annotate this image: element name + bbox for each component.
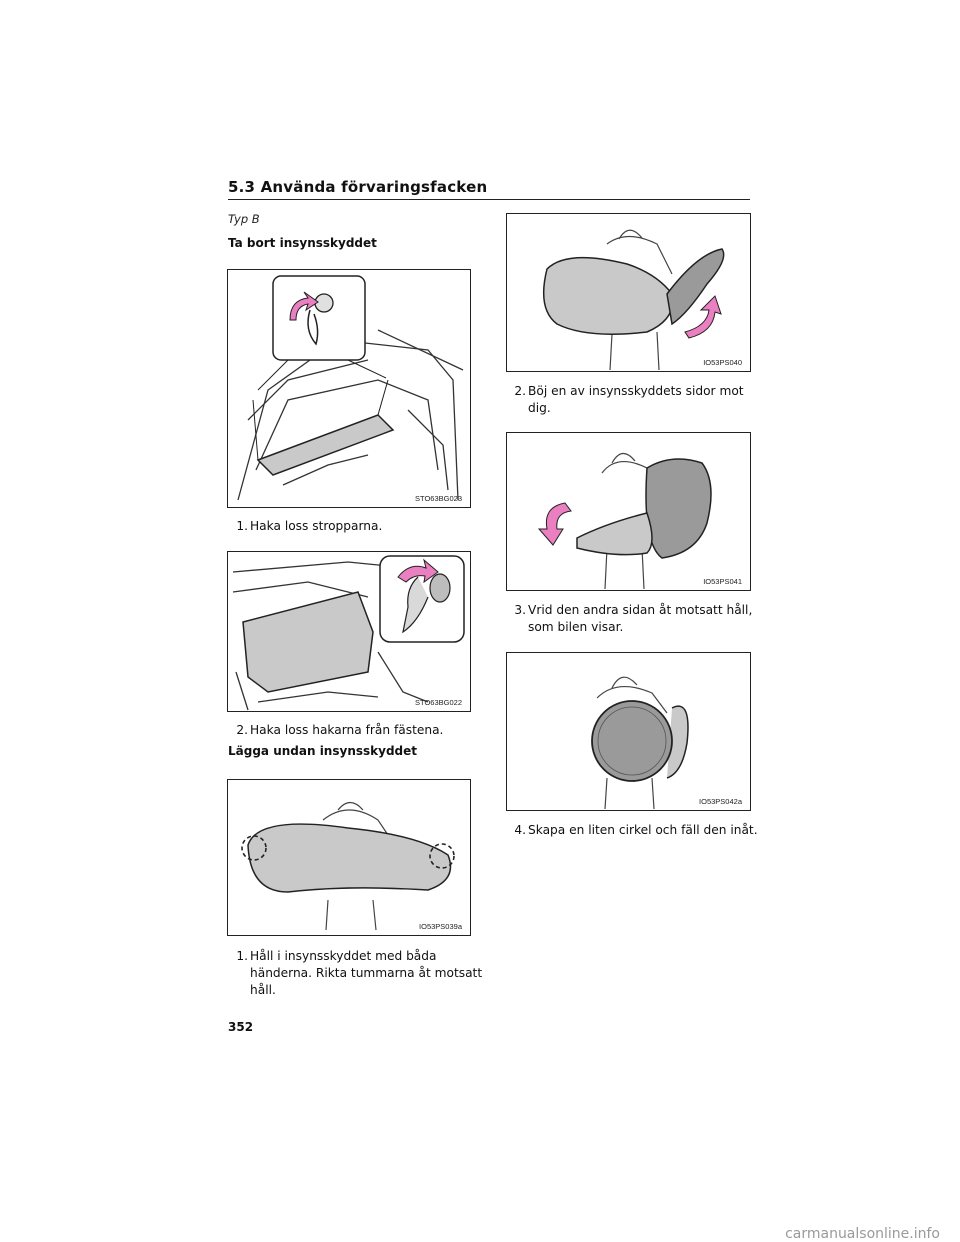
cover-circle: [591, 700, 673, 782]
step-number: 3.: [514, 603, 526, 617]
step-number: 1.: [236, 949, 248, 963]
cover-shape: [576, 512, 653, 556]
figure-code: STO63BG023: [415, 494, 462, 503]
step-unhook-straps: 1.Haka loss stropparna.: [228, 518, 382, 535]
step-number: 2.: [514, 384, 526, 398]
bend-side-illustration: [542, 229, 725, 371]
figure-unhook-hooks: STO63BG022: [227, 551, 471, 712]
figure-bend-side: IO53PS040: [506, 213, 751, 372]
step-text: Skapa en liten cirkel och fäll den inåt.: [528, 823, 758, 837]
step-number: 4.: [514, 823, 526, 837]
step-unhook-hooks: 2.Haka loss hakarna från fästena.: [228, 722, 443, 739]
arrow-icon: [397, 558, 439, 584]
watermark: carmanualsonline.info: [785, 1226, 940, 1242]
cover-fold: [666, 248, 725, 326]
cover-shape: [247, 823, 452, 893]
hand-marker: [429, 843, 455, 869]
cover-shape: [242, 591, 374, 693]
arrow-icon: [537, 502, 572, 546]
figure-code: IO53PS042a: [699, 797, 742, 806]
fold-circle-illustration: [591, 676, 689, 810]
step-text: händerna. Rikta tummarna åt motsatt: [250, 966, 483, 980]
hand-marker: [241, 835, 267, 861]
figure-twist-side: IO53PS041: [506, 432, 751, 591]
step-text: Böj en av insynsskyddets sidor mot: [528, 384, 744, 398]
figure-code: IO53PS041: [703, 577, 742, 586]
twist-side-illustration: [537, 452, 712, 590]
step-number: 1.: [236, 519, 248, 533]
figure-code: IO53PS040: [703, 358, 742, 367]
figure-code: STO63BG022: [415, 698, 462, 707]
cover-shape: [256, 414, 395, 476]
figure-hold-cover: IO53PS039a: [227, 779, 471, 936]
hold-cover-illustration: [241, 801, 455, 931]
step-fold-circle: 4.Skapa en liten cirkel och fäll den inå…: [506, 822, 758, 839]
step-text: som bilen visar.: [528, 620, 624, 634]
figure-fold-circle: IO53PS042a: [506, 652, 751, 811]
section-title: 5.3 Använda förvaringsfacken: [228, 178, 488, 196]
heading-store-cover: Lägga undan insynsskyddet: [228, 744, 417, 758]
step-text: Håll i insynsskyddet med båda: [250, 949, 437, 963]
header-rule: [228, 199, 750, 200]
cover-fold: [645, 458, 712, 559]
hooks-illustration: [232, 555, 465, 711]
type-label: Typ B: [228, 212, 260, 226]
step-bend-side: 2.Böj en av insynsskyddets sidor mot dig…: [506, 383, 744, 417]
step-number: 2.: [236, 723, 248, 737]
step-text: Haka loss stropparna.: [250, 519, 383, 533]
step-text: dig.: [528, 401, 551, 415]
cover-shape: [542, 256, 674, 335]
page-number: 352: [228, 1020, 254, 1034]
callout-box: [272, 275, 366, 361]
step-text: håll.: [250, 983, 276, 997]
trunk-illustration: [237, 275, 464, 501]
step-hold-cover: 1.Håll i insynsskyddet med båda händerna…: [228, 948, 482, 999]
arrow-icon: [289, 291, 319, 321]
heading-remove-cover: Ta bort insynsskyddet: [228, 236, 377, 250]
figure-code: IO53PS039a: [419, 922, 462, 931]
step-text: Haka loss hakarna från fästena.: [250, 723, 444, 737]
step-twist-side: 3.Vrid den andra sidan åt motsatt håll, …: [506, 602, 752, 636]
step-text: Vrid den andra sidan åt motsatt håll,: [528, 603, 753, 617]
figure-unhook-straps: STO63BG023: [227, 269, 471, 508]
arrow-icon: [684, 295, 722, 339]
